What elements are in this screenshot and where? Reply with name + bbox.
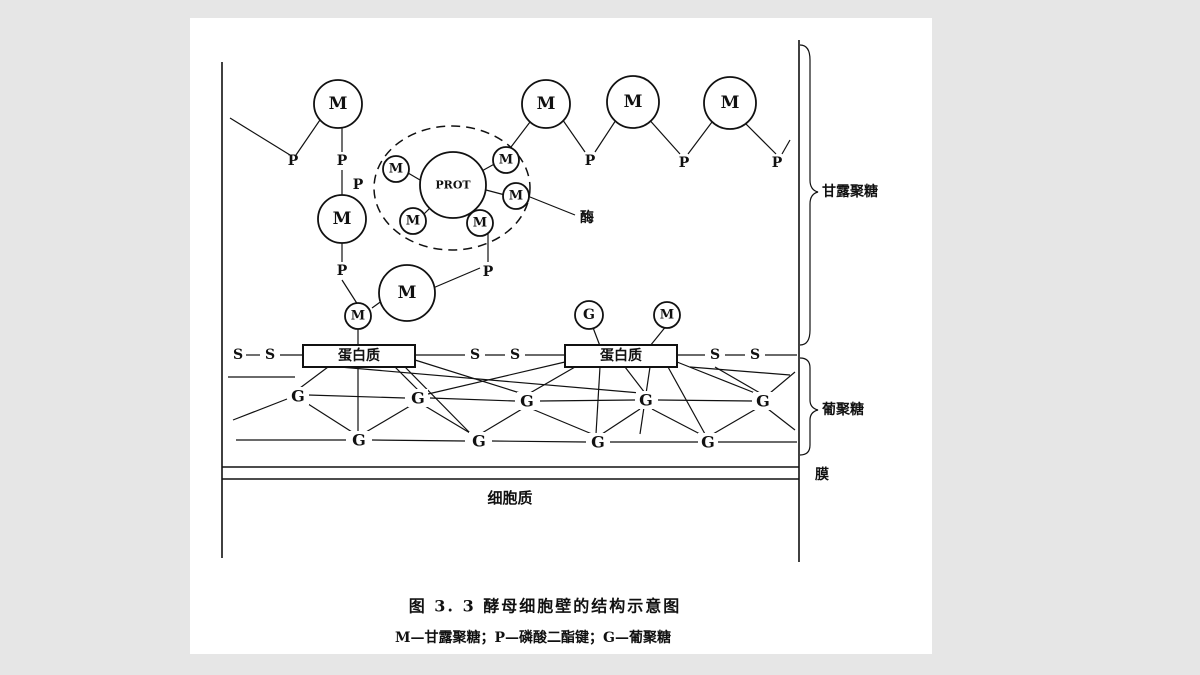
svg-text:M: M (333, 209, 352, 229)
svg-text:M: M (473, 216, 487, 231)
svg-text:M: M (389, 162, 403, 177)
svg-text:P: P (353, 177, 364, 193)
protein-box-left (302, 344, 416, 368)
figure-caption-title: 图 3. 3 酵母细胞壁的结构示意图 (409, 597, 682, 616)
svg-text:S: S (233, 347, 243, 363)
glucose-labels: G G G G G G G G G (289, 387, 773, 452)
svg-text:G: G (520, 392, 534, 411)
svg-text:P: P (337, 153, 348, 169)
phosphate-labels: P P P P P P P P (288, 153, 783, 280)
sulfur-labels: S S S S S S (233, 347, 760, 363)
mannan-label: 甘露聚糖 (822, 183, 878, 200)
svg-text:G: G (472, 432, 486, 451)
svg-text:S: S (710, 347, 720, 363)
mannose-nodes (313, 75, 757, 330)
prot-node (419, 151, 487, 219)
svg-text:M: M (624, 92, 643, 112)
svg-text:P: P (288, 153, 299, 169)
figure-panel (190, 18, 932, 654)
svg-text:G: G (756, 392, 770, 411)
prot-label: PROT (435, 179, 471, 192)
svg-text:M: M (537, 94, 556, 114)
svg-text:P: P (337, 263, 348, 279)
mannan-brace (799, 44, 819, 346)
svg-text:G: G (591, 433, 605, 452)
svg-text:P: P (585, 153, 596, 169)
svg-text:G: G (583, 307, 595, 323)
svg-text:G: G (291, 387, 305, 406)
svg-text:G: G (411, 389, 425, 408)
glucan-brace (799, 357, 819, 456)
svg-text:M: M (406, 214, 420, 229)
svg-text:S: S (510, 347, 520, 363)
cytoplasm-label: 细胞质 (487, 489, 532, 507)
svg-text:M: M (660, 308, 674, 323)
svg-text:S: S (265, 347, 275, 363)
membrane-label: 膜 (815, 466, 829, 483)
enzyme-label: 酶 (580, 209, 594, 226)
svg-text:G: G (639, 391, 653, 410)
svg-text:M: M (351, 309, 365, 324)
svg-text:M: M (398, 283, 417, 303)
protein-label-right: 蛋白质 (600, 347, 642, 364)
svg-text:M: M (721, 93, 740, 113)
protein-box-right (564, 344, 678, 368)
glucan-label: 葡聚糖 (821, 401, 864, 418)
protein-label-left: 蛋白质 (338, 347, 380, 364)
svg-text:M: M (509, 189, 523, 204)
svg-text:M: M (329, 94, 348, 114)
svg-text:P: P (483, 264, 494, 280)
svg-text:P: P (679, 155, 690, 171)
svg-text:G: G (352, 431, 366, 450)
svg-text:P: P (772, 155, 783, 171)
mannose-labels: M M M M M M M M M M M M M G (329, 92, 740, 324)
svg-text:G: G (701, 433, 715, 452)
glucan-network (228, 359, 797, 443)
figure-caption-legend: M—甘露聚糖；P—磷酸二酯键；G—葡聚糖 (395, 629, 671, 646)
svg-text:M: M (499, 153, 513, 168)
svg-text:S: S (470, 347, 480, 363)
enzyme-boundary (373, 125, 531, 251)
svg-text:S: S (750, 347, 760, 363)
